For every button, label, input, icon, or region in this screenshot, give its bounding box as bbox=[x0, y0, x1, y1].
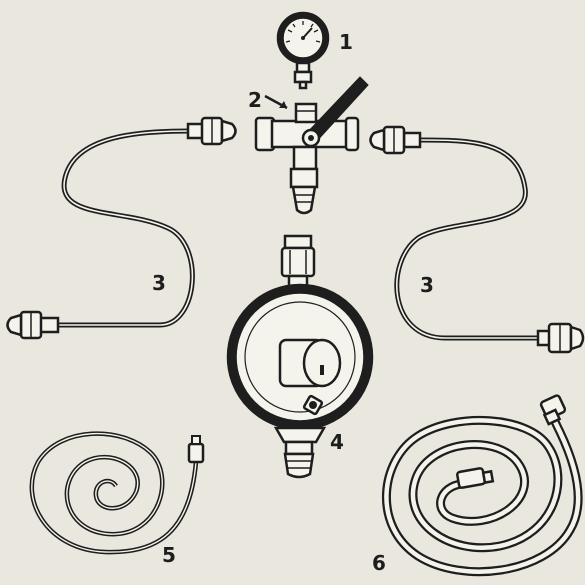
label-hose-coil: 6 bbox=[372, 553, 386, 573]
label-regulator: 4 bbox=[330, 432, 344, 452]
label-tube-left: 3 bbox=[152, 273, 166, 293]
label-tube-right: 3 bbox=[420, 275, 434, 295]
label-small-coil: 5 bbox=[162, 545, 176, 565]
label-valve: 2 bbox=[248, 90, 262, 110]
label-gauge: 1 bbox=[339, 32, 353, 52]
